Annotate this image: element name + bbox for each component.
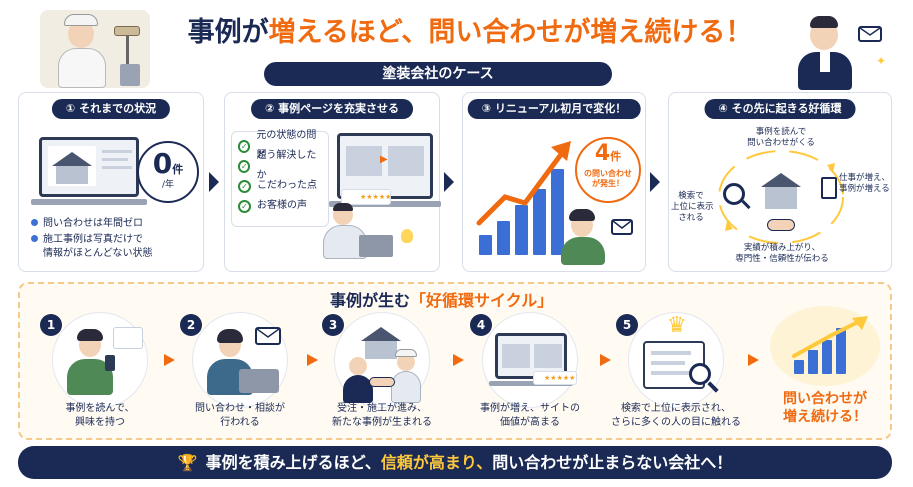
handshake-icon	[767, 219, 795, 231]
final-result-text: 問い合わせが増え続ける！	[783, 391, 867, 425]
cycle-bottom-text: 実績が積み上がり、専門性・信頼性が伝わる	[735, 243, 829, 264]
cycle-top-text: 事例を読んで問い合わせがくる	[747, 127, 815, 148]
step-panel-4: ④ その先に起きる好循環 事例を読んで問い合わせがくる 仕事が増え、事例が増える…	[668, 92, 892, 272]
cycle-step-4-circle: ★★★★★	[482, 312, 578, 408]
document-icon	[821, 177, 837, 199]
cycle-step-5-circle: ♛	[628, 312, 724, 408]
arrow-right-icon	[164, 354, 175, 366]
arrow-right-icon: ▶	[380, 154, 388, 165]
magnifier-icon	[689, 363, 711, 385]
businessman-illustration: ✦	[780, 6, 890, 90]
house-icon	[52, 152, 92, 166]
cycle-step-4-number: 4	[470, 314, 492, 336]
arrow-right-icon	[307, 354, 318, 366]
lightbulb-icon	[401, 229, 413, 243]
growth-bar	[479, 235, 492, 255]
step-panel-3: ③ リニューアル初月で変化！ 4件 の問い合わせ が発生！	[462, 92, 646, 272]
cycle-right-text: 仕事が増え、事例が増える	[839, 173, 891, 194]
step-panel-2-header: ② 事例ページを充実させる	[251, 99, 413, 119]
cycle-section-title: 事例が生む「好循環サイクル」	[330, 291, 554, 310]
house-icon	[113, 327, 143, 349]
four-count-badge: 4件 の問い合わせ が発生！	[575, 137, 641, 203]
painter-illustration	[40, 6, 150, 90]
step-panel-1: ① それまでの状況 0件 /年 問い合わせは年間ゼロ 施工事例は写真だけで 情報…	[18, 92, 204, 272]
chevron-right-icon	[650, 172, 660, 192]
cycle-step-5-number: 5	[616, 314, 638, 336]
growth-bar	[822, 340, 832, 374]
check-icon: ✓	[238, 179, 251, 193]
cycle-step-3-number: 3	[322, 314, 344, 336]
zero-count-badge: 0件 /年	[137, 141, 199, 203]
cycle-step-1-circle	[52, 312, 148, 408]
cycle-step-5-label: 検索で上位に表示され、さらに多くの人の目に触れる	[611, 403, 741, 428]
cycle-step-3-circle	[334, 312, 430, 408]
page-title: 事例が増えるほど、問い合わせが増え続ける！	[187, 17, 753, 48]
arrow-right-icon	[600, 354, 611, 366]
step-panel-4-header: ④ その先に起きる好循環	[704, 99, 856, 119]
mail-icon	[858, 26, 882, 42]
cycle-arrows	[718, 150, 844, 244]
growth-bar	[808, 350, 818, 374]
check-item: ✓こだわった点	[238, 176, 322, 196]
magnifier-icon	[723, 183, 745, 205]
situation-bullet-2: 施工事例は写真だけで	[31, 233, 143, 247]
footer-banner: 🏆事例を積み上げるほど、信頼が高まり、問い合わせが止まらない会社へ！	[18, 446, 892, 479]
arrow-right-icon	[453, 354, 464, 366]
laptop-icon	[359, 235, 393, 257]
laptop-icon	[39, 137, 139, 197]
mail-icon	[255, 327, 281, 345]
check-icon: ✓	[238, 199, 251, 213]
cycle-step-2-number: 2	[180, 314, 202, 336]
house-icon	[761, 173, 801, 187]
zero-count-value: 0	[152, 147, 173, 180]
situation-bullet-1: 問い合わせは年間ゼロ	[31, 217, 143, 231]
review-card: ★★★★★	[533, 371, 577, 385]
growth-bar	[497, 221, 510, 255]
paint-roller-icon	[114, 26, 140, 36]
cycle-step-1-number: 1	[40, 314, 62, 336]
situation-bullet-2-cont: 情報がほとんどない状態	[43, 248, 153, 259]
four-count-value: 4	[594, 141, 611, 166]
subtitle-pill: 塗装会社のケース	[264, 62, 612, 86]
growth-bar	[533, 189, 546, 255]
chevron-right-icon	[209, 172, 219, 192]
check-icon: ✓	[238, 159, 251, 173]
arrow-up-icon	[792, 316, 868, 358]
sparkle-icon: ✦	[876, 54, 887, 68]
laptop-icon	[239, 369, 279, 393]
chevron-right-icon	[444, 172, 454, 192]
check-item: ✓お客様の声	[238, 196, 322, 216]
smartphone-icon	[105, 355, 115, 371]
final-result-chart	[770, 306, 880, 386]
cycle-step-2-label: 問い合わせ・相談が行われる	[195, 403, 285, 428]
check-item: ✓元の状態の問題	[238, 130, 322, 161]
house-icon	[361, 327, 401, 341]
step-panel-1-header: ① それまでの状況	[51, 99, 171, 119]
growth-bar	[551, 169, 564, 255]
check-icon: ✓	[238, 139, 251, 153]
mail-icon	[611, 219, 633, 235]
cycle-step-3-label: 受注・施工が進み、新たな事例が生まれる	[332, 403, 432, 428]
cycle-step-4-label: 事例が増え、サイトの価値が高まる	[480, 403, 580, 428]
check-item: ✓どう解決したか	[238, 150, 322, 181]
laptop-icon: ▶	[337, 133, 433, 199]
trophy-icon: 🏆	[177, 453, 198, 472]
cycle-step-1-label: 事例を読んで、興味を持つ	[65, 403, 135, 428]
growth-bar	[794, 360, 804, 374]
cycle-step-2-circle	[192, 312, 288, 408]
review-card: ★★★★★	[341, 189, 391, 205]
checklist-card: ✓元の状態の問題 ✓どう解決したか ✓こだわった点 ✓お客様の声	[231, 130, 329, 227]
arrow-right-icon	[748, 354, 759, 366]
cycle-left-text: 検索で上位に表示される	[671, 191, 714, 223]
growth-bar	[836, 328, 846, 374]
arrow-up-icon	[476, 141, 571, 226]
step-panel-3-header: ③ リニューアル初月で変化！	[467, 99, 641, 119]
crown-icon: ♛	[667, 313, 687, 338]
handshake-icon	[369, 377, 395, 387]
growth-bar	[515, 205, 528, 255]
step-panel-2: ② 事例ページを充実させる ✓元の状態の問題 ✓どう解決したか ✓こだわった点 …	[224, 92, 441, 272]
